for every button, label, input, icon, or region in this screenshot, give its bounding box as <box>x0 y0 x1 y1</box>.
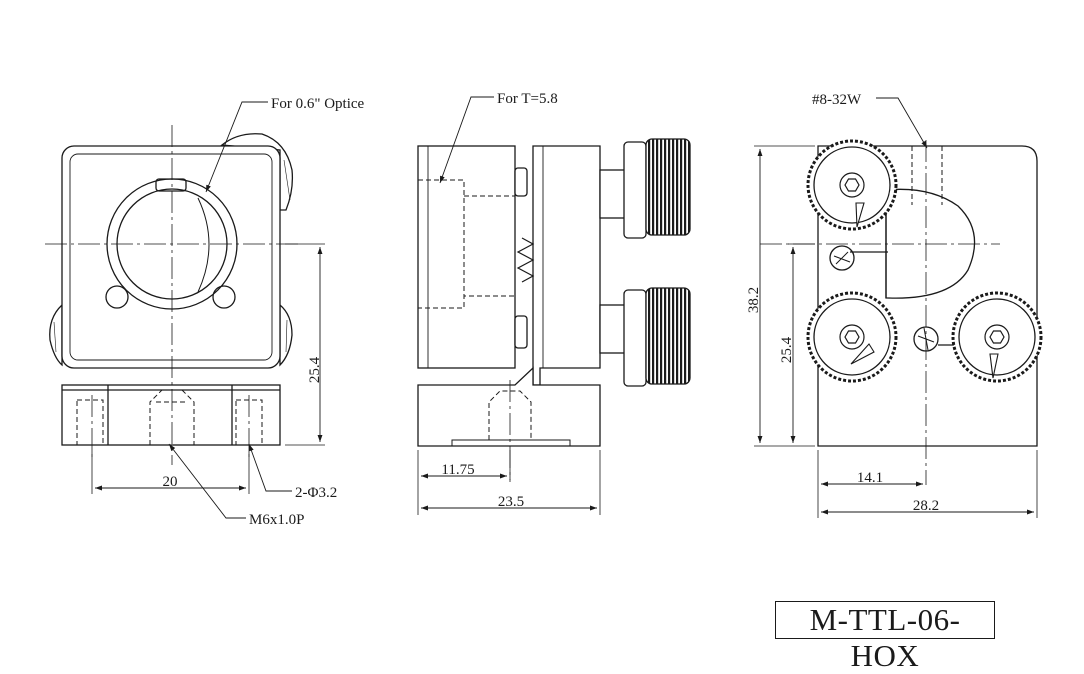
back-dim-total-width-text: 28.2 <box>913 498 939 514</box>
front-pin-right <box>212 285 236 309</box>
side-front-plate <box>417 145 516 369</box>
front-callout-thread: M6x1.0P <box>249 512 304 528</box>
back-dim-center-width-text: 14.1 <box>857 470 883 486</box>
front-callout-optic: For 0.6" Optice <box>271 96 365 112</box>
front-dim-width-text: 20 <box>163 474 178 490</box>
side-dim-total-text: 23.5 <box>498 494 524 510</box>
front-leader-optic <box>205 101 268 193</box>
side-view <box>417 96 691 515</box>
back-leader-screw <box>876 97 928 149</box>
front-knob-left <box>49 303 63 367</box>
front-base <box>61 384 281 446</box>
front-view <box>45 101 325 519</box>
side-callout-thickness: For T=5.8 <box>497 91 558 107</box>
side-knob-bottom <box>645 287 691 385</box>
side-dim-inner-text: 11.75 <box>441 462 474 478</box>
front-knob-right <box>279 303 293 367</box>
side-leader-thickness <box>439 96 494 184</box>
front-knob-top <box>220 133 294 211</box>
front-body <box>61 145 281 369</box>
back-dim-center-height-text: 25.4 <box>779 336 795 363</box>
back-dim-total-height-text: 38.2 <box>746 287 762 313</box>
back-through-hole <box>885 188 976 299</box>
technical-drawing: For 0.6" Optice 25.4 20 2-Φ3.2 M6x1.0P <box>45 91 1043 528</box>
front-callout-holes: 2-Φ3.2 <box>295 485 337 501</box>
front-dim-height-text: 25.4 <box>307 356 323 383</box>
front-leader-thread <box>168 443 246 519</box>
side-base <box>417 366 601 447</box>
side-spring <box>516 237 535 283</box>
part-number-label: M-TTL-06-HOX <box>775 601 995 673</box>
front-retaining-slot <box>155 178 187 192</box>
side-knob-top <box>645 138 691 236</box>
front-leader-holes <box>248 443 292 492</box>
back-callout-screw: #8-32W <box>812 92 862 108</box>
front-pin-left <box>105 285 129 309</box>
back-view <box>754 97 1043 518</box>
